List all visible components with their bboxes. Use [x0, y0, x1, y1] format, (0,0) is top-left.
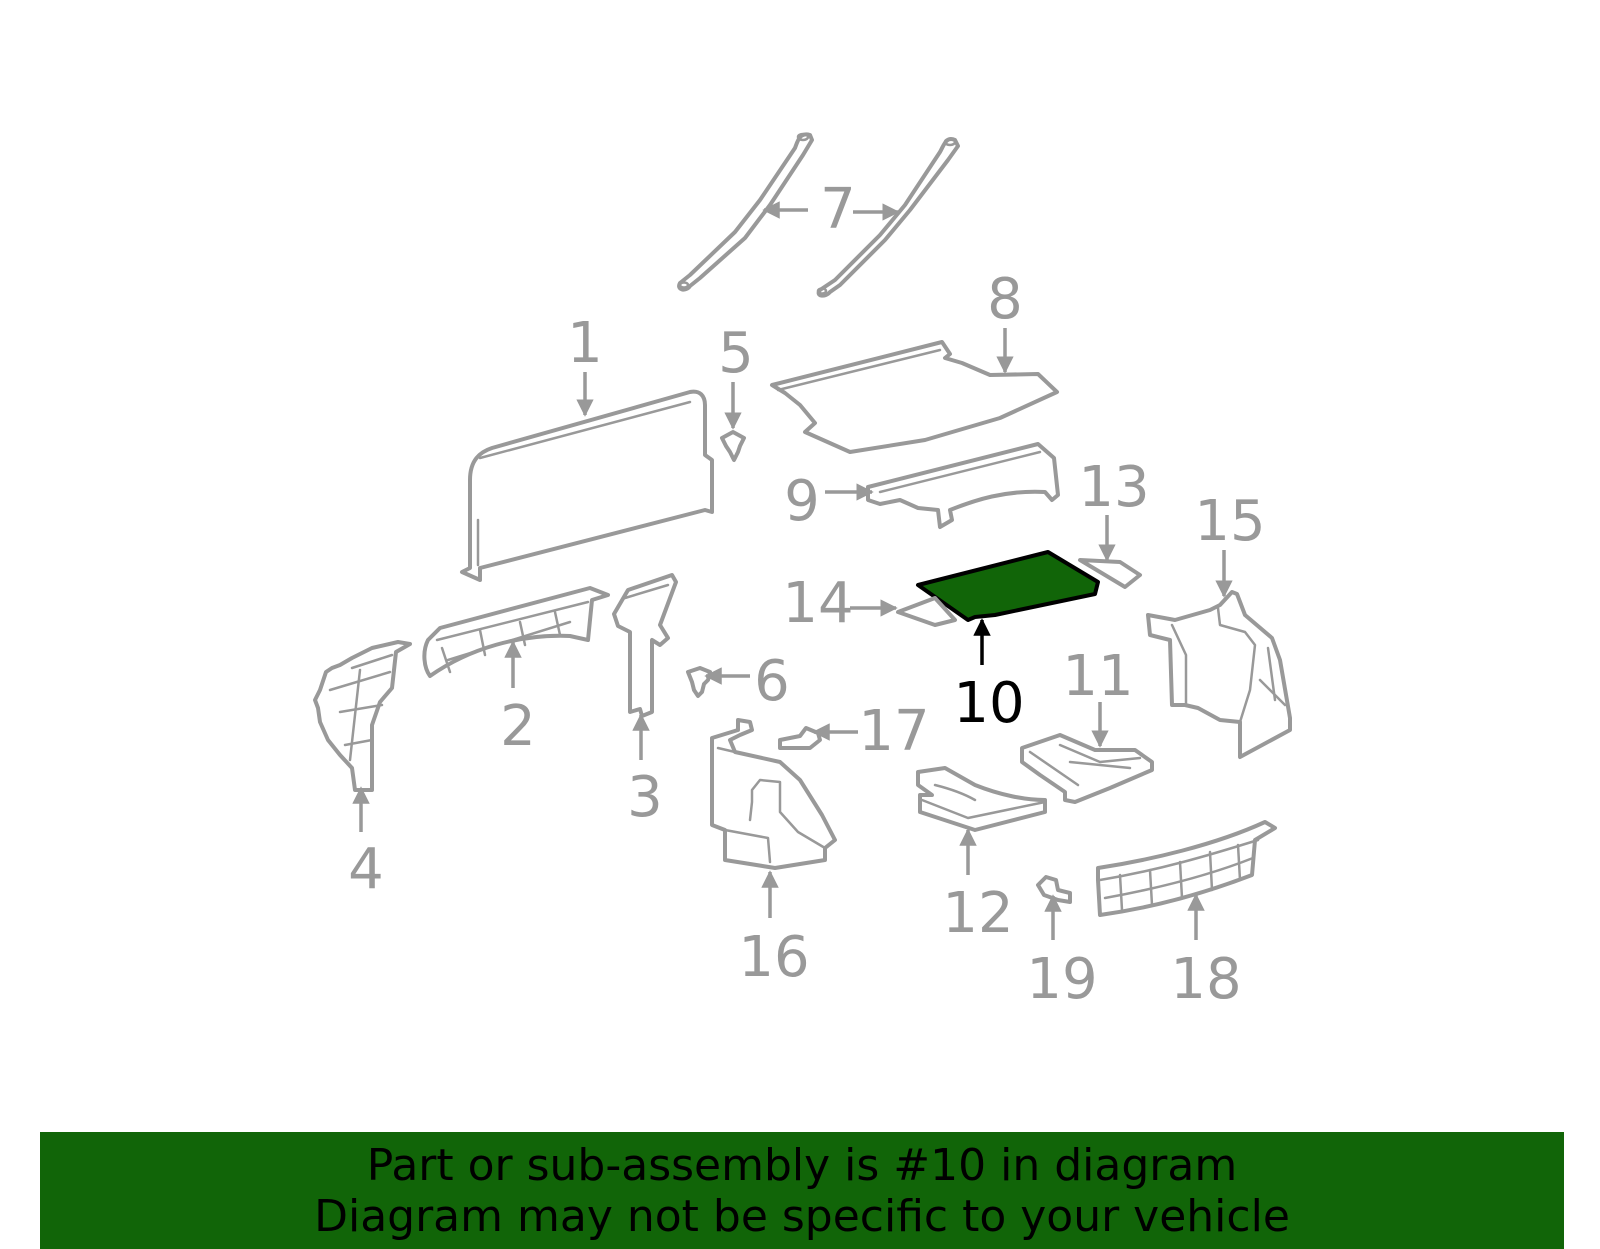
callout-12: 12: [942, 881, 1013, 946]
callout-17: 17: [858, 699, 929, 764]
callout-9: 9: [784, 469, 820, 534]
part-4-trim[interactable]: [313, 640, 412, 792]
callout-18: 18: [1170, 947, 1241, 1012]
callout-3: 3: [627, 765, 663, 830]
part-5-clip[interactable]: [720, 430, 746, 462]
callout-19: 19: [1026, 947, 1097, 1012]
part-10-shape: [916, 550, 1100, 622]
callout-14: 14: [782, 571, 853, 636]
part-10-highlighted[interactable]: [916, 550, 1100, 622]
part-7-strap-right[interactable]: [816, 137, 960, 298]
callout-labels: 1 5 7 8 9 13 15 14 10 6 11 2 17 3 4 12 1…: [348, 177, 1265, 1012]
callout-5: 5: [718, 321, 754, 386]
callout-2: 2: [500, 694, 536, 759]
callout-16: 16: [738, 925, 809, 990]
part-11-tray[interactable]: [1020, 733, 1154, 804]
callout-8: 8: [987, 267, 1023, 332]
part-12-tray[interactable]: [916, 766, 1047, 832]
part-16-trim[interactable]: [710, 718, 837, 870]
callout-6: 6: [754, 649, 790, 714]
callout-13: 13: [1078, 455, 1149, 520]
callout-7: 7: [820, 177, 856, 242]
banner-line-2: Diagram may not be specific to your vehi…: [314, 1190, 1290, 1242]
part-15-quarter-trim[interactable]: [1146, 590, 1292, 759]
part-6-clip[interactable]: [686, 666, 712, 698]
callout-15: 15: [1194, 489, 1265, 554]
part-18-panel[interactable]: [1096, 820, 1277, 917]
banner-line-1: Part or sub-assembly is #10 in diagram: [366, 1139, 1238, 1191]
callout-10: 10: [953, 671, 1024, 736]
part-2-trim[interactable]: [422, 586, 610, 678]
part-3-pillar[interactable]: [612, 573, 678, 718]
part-1-panel[interactable]: [460, 389, 714, 582]
part-9-trim[interactable]: [866, 442, 1060, 529]
callout-1: 1: [567, 311, 603, 376]
part-7-strap-left[interactable]: [677, 132, 814, 292]
part-14[interactable]: [896, 596, 957, 627]
callout-11: 11: [1062, 644, 1133, 709]
leader-arrows: [352, 201, 1233, 940]
info-banner: Part or sub-assembly is #10 in diagram D…: [40, 1132, 1564, 1249]
part-8-package-tray[interactable]: [770, 340, 1059, 454]
callout-4: 4: [348, 837, 384, 902]
